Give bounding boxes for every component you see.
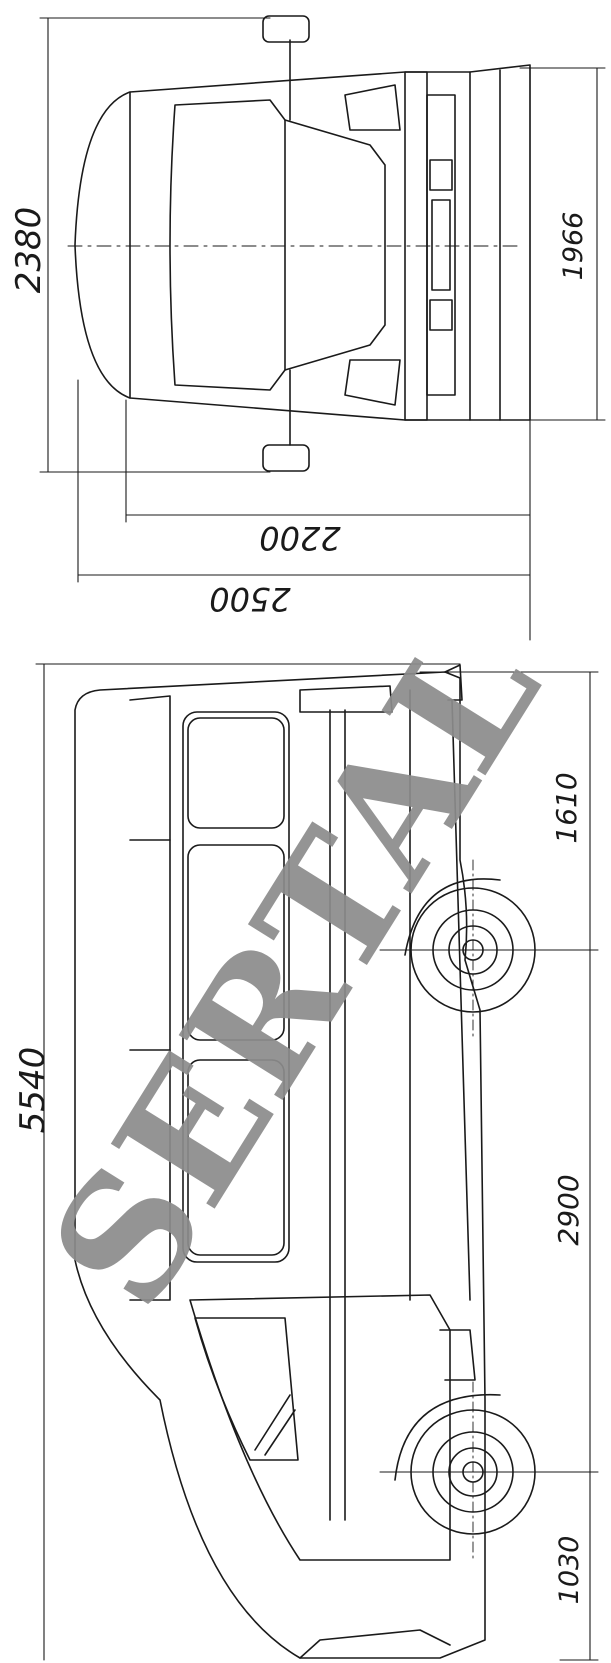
front-dimension-lines [39, 17, 606, 641]
dim-wheelbase: 2900 [552, 1174, 585, 1245]
side-dimension-lines [35, 663, 599, 1661]
dim-rear-overhang: 1610 [550, 772, 583, 843]
dimension-labels: 2380 1966 2200 2500 5540 1610 2900 1030 [9, 207, 589, 1605]
watermark-text: SERTAL [12, 598, 578, 1339]
dim-front-overhang: 1030 [554, 1536, 585, 1605]
dim-overall-length: 5540 [13, 1047, 53, 1134]
dim-overall-width-mirrors: 2380 [9, 207, 49, 294]
dim-body-width: 2200 [259, 519, 340, 557]
dim-overall-width: 2500 [209, 580, 290, 618]
dim-track-width: 1966 [558, 212, 589, 281]
front-view [67, 15, 531, 472]
